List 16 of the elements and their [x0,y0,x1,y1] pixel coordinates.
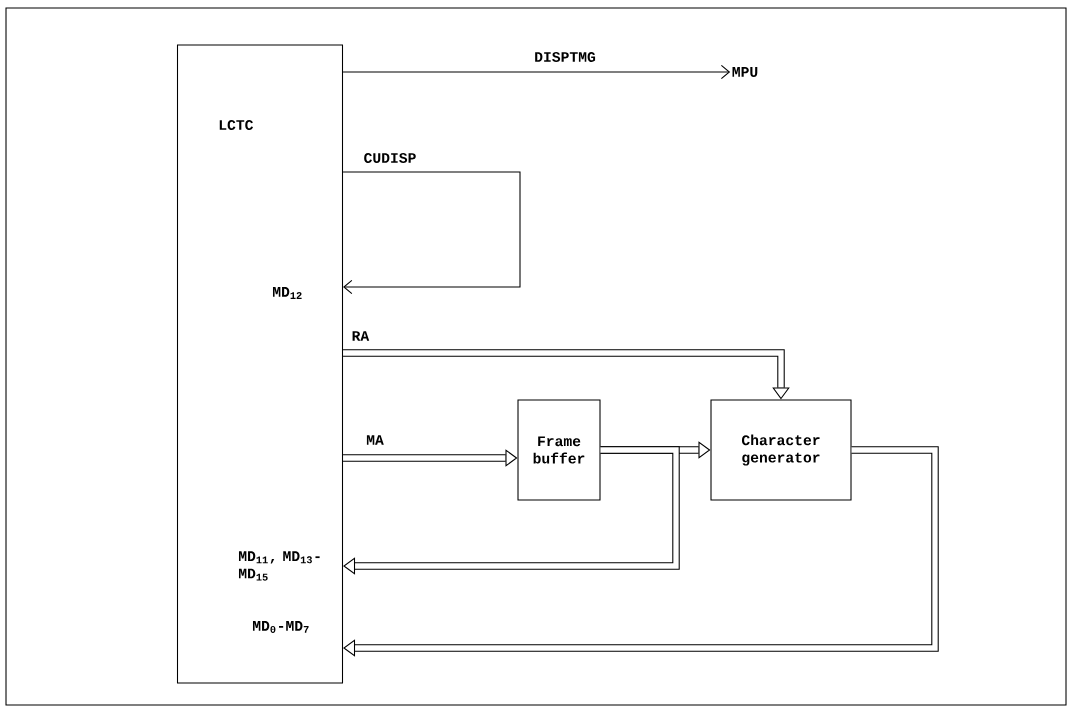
arrow [343,349,790,400]
pin-label: MD$_{12}$ [273,287,302,299]
block-box: Frame buffer [517,399,601,501]
arrow [342,171,521,295]
pin-label: MD$_{0}$-MD$_{7}$ [253,621,309,633]
arrow [343,449,518,467]
arrow [342,64,731,80]
arrow [343,446,939,657]
pin-label: MD$_{11}$, MD$_{13}$-MD$_{15}$ [239,551,320,581]
arrow [343,446,680,575]
block-box: Character generator [710,399,852,501]
edge-label: DISPTMG [535,52,596,62]
signal-text: MPU [732,67,758,77]
edge-label: MA [366,435,384,445]
edge-label: RA [352,331,370,341]
edge-label: CUDISP [364,153,416,163]
